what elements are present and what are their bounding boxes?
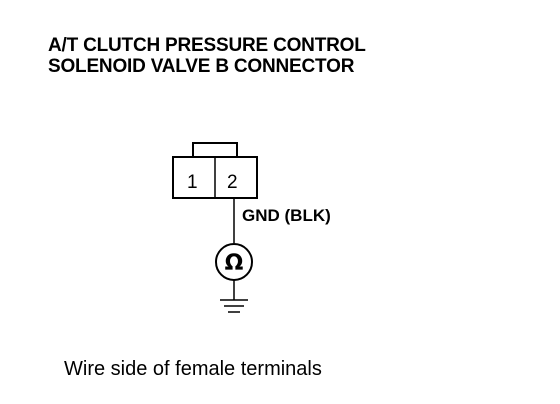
- ohmmeter-icon: Ω: [215, 243, 253, 281]
- ground-icon: [220, 299, 248, 313]
- connector-lock-tab: [192, 142, 238, 158]
- title-line-1: A/T CLUTCH PRESSURE CONTROL: [48, 35, 366, 56]
- diagram-title: A/T CLUTCH PRESSURE CONTROL SOLENOID VAL…: [48, 35, 366, 77]
- ohm-symbol: Ω: [225, 251, 244, 276]
- title-line-2: SOLENOID VALVE B CONNECTOR: [48, 56, 355, 77]
- pin-1-label: 1: [187, 172, 198, 193]
- pin-2-label: 2: [227, 172, 238, 193]
- terminal-view-caption: Wire side of female terminals: [64, 358, 322, 380]
- wire-label: GND (BLK): [242, 206, 331, 225]
